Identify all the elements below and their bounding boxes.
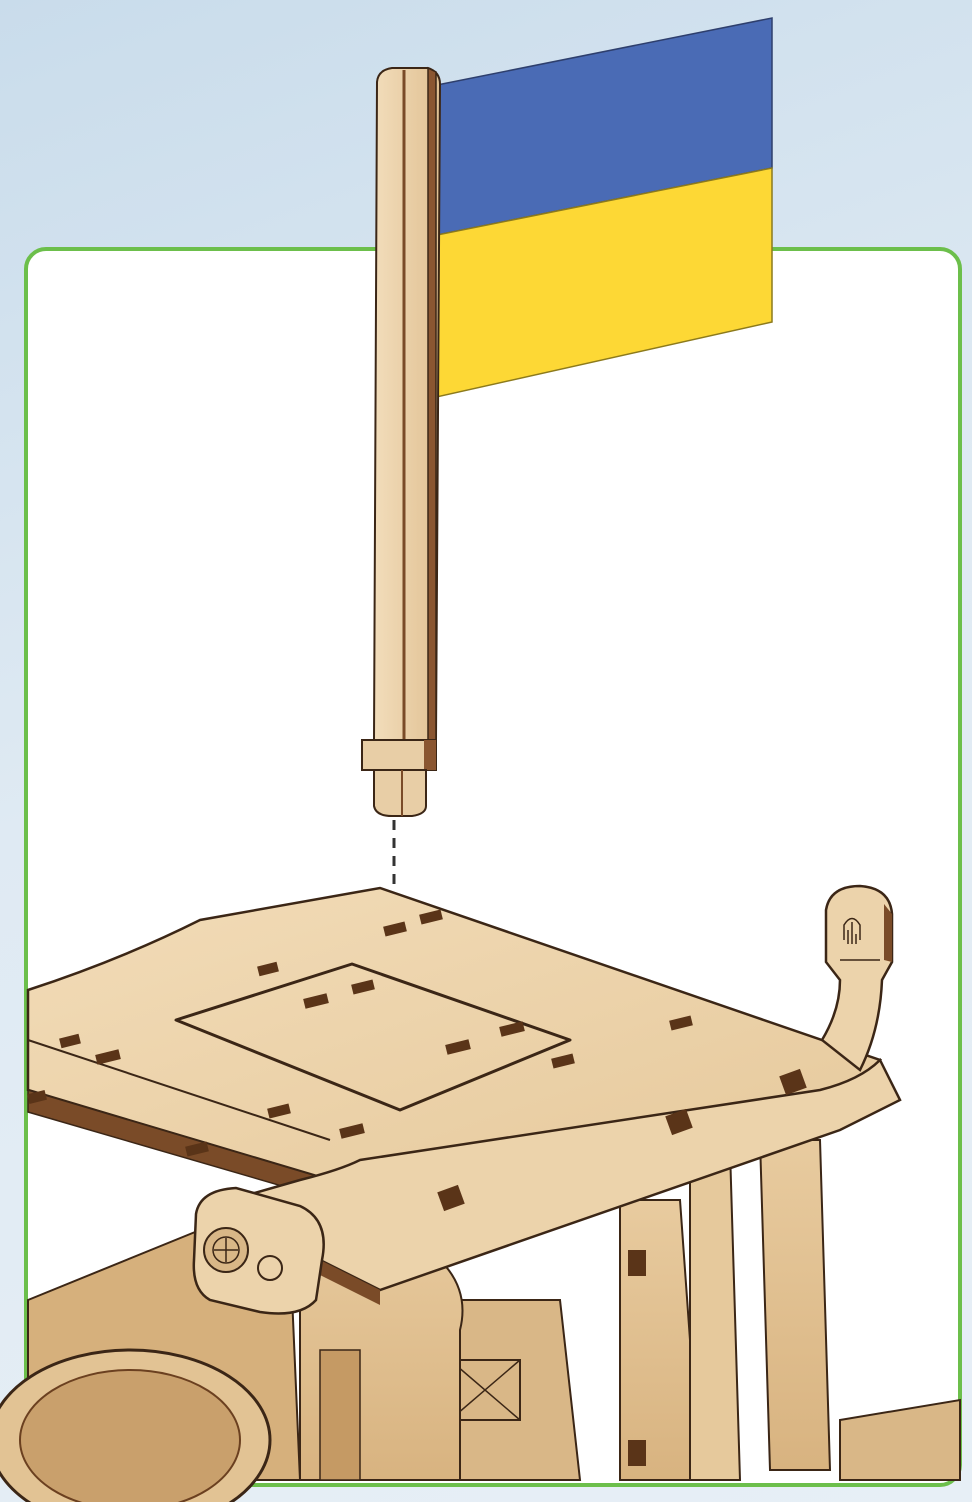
side-post-icon	[822, 886, 892, 1070]
hinge-icon	[194, 1188, 324, 1314]
flag-icon	[432, 18, 772, 398]
flagpole-icon	[362, 68, 440, 816]
